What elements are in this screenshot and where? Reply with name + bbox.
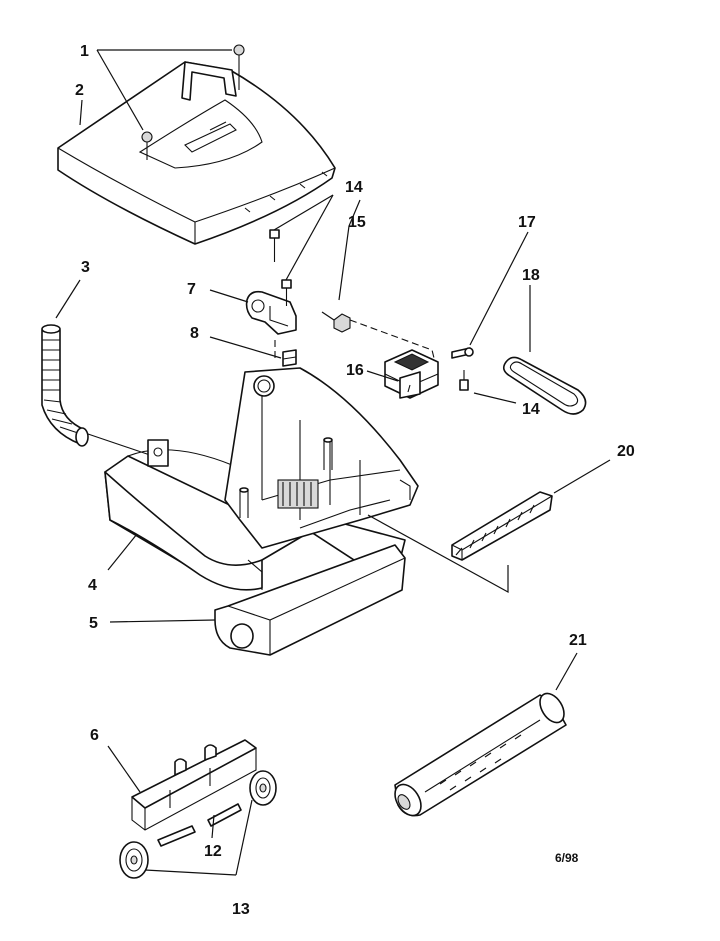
callout-17: 17 (518, 214, 536, 231)
callout-20: 20 (617, 443, 635, 460)
callout-12: 12 (204, 843, 222, 860)
axle-pins-part (157, 803, 242, 847)
bracket-part (245, 290, 297, 335)
callout-3: 3 (81, 259, 90, 276)
screws-and-switch-part (269, 229, 474, 399)
belt-part (502, 356, 587, 415)
callout-6: 6 (90, 727, 99, 744)
callout-16: 16 (346, 362, 364, 379)
bumper-part (214, 544, 406, 656)
callout-13: 13 (232, 901, 250, 918)
callout-14-top: 14 (345, 179, 363, 196)
callout-2: 2 (75, 82, 84, 99)
callout-4: 4 (88, 577, 97, 594)
brush-strip-part (451, 491, 553, 561)
wheels-part (119, 770, 277, 879)
callout-1: 1 (80, 43, 89, 60)
callout-5: 5 (89, 615, 98, 632)
top-cover-part (57, 44, 336, 245)
leader-lines (55, 49, 611, 876)
callout-18: 18 (522, 267, 540, 284)
callout-14-bottom: 14 (522, 401, 540, 418)
hose-part (41, 324, 151, 456)
callout-7: 7 (187, 281, 196, 298)
callout-8: 8 (190, 325, 199, 342)
callout-labels: 1 2 3 4 5 6 7 8 12 13 14 14 15 16 17 18 … (75, 43, 635, 918)
axle-bracket-part (131, 739, 257, 831)
base-housing-part (104, 367, 419, 591)
date-stamp: 6/98 (555, 851, 579, 865)
clip-part (274, 340, 297, 367)
callout-15: 15 (348, 214, 366, 231)
callout-21: 21 (569, 632, 587, 649)
brushroll-part (394, 692, 567, 817)
